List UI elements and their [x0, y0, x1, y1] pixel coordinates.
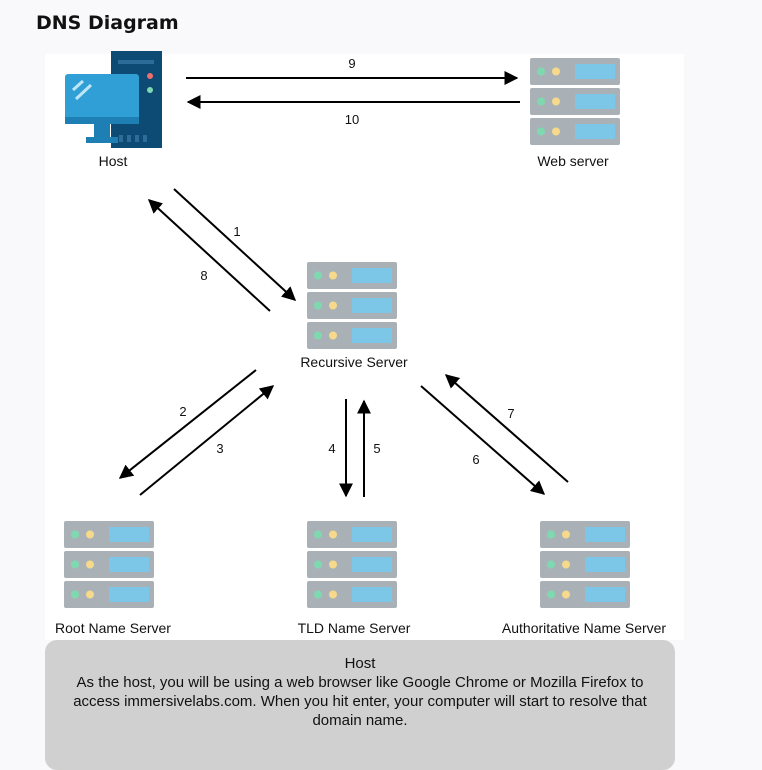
tld-name-server-icon — [307, 521, 397, 608]
root-name-server-label: Root Name Server — [55, 620, 171, 636]
authoritative-name-server-label: Authoritative Name Server — [502, 620, 667, 636]
recursive-server-label: Recursive Server — [300, 354, 408, 370]
step-label-4: 4 — [328, 441, 335, 456]
step-label-10: 10 — [345, 112, 359, 127]
arrow-3 — [139, 385, 275, 496]
step-label-5: 5 — [373, 441, 380, 456]
step-label-2: 2 — [179, 404, 186, 419]
arrow-2 — [118, 369, 257, 479]
authoritative-name-server-icon — [540, 521, 630, 608]
arrow-6 — [420, 385, 546, 495]
step-label-3: 3 — [216, 441, 223, 456]
step-label-1: 1 — [233, 224, 240, 239]
arrow-8 — [147, 199, 271, 312]
info-text: As the host, you will be using a web bro… — [73, 674, 647, 729]
page-title: DNS Diagram — [36, 12, 179, 34]
web-server-icon — [530, 58, 620, 145]
web-server-label: Web server — [537, 153, 609, 169]
step-label-9: 9 — [348, 56, 355, 71]
host-computer-icon — [65, 51, 162, 148]
root-name-server-icon — [64, 521, 154, 608]
step-label-8: 8 — [200, 268, 207, 283]
arrow-1 — [173, 188, 297, 301]
dns-diagram: Host Web server Recursive Server Root Na… — [55, 51, 667, 636]
step-label-7: 7 — [507, 406, 514, 421]
info-panel: Host As the host, you will be using a we… — [45, 640, 675, 770]
recursive-server-icon — [307, 262, 397, 349]
step-label-6: 6 — [472, 452, 479, 467]
arrow-7 — [444, 374, 569, 483]
tld-name-server-label: TLD Name Server — [298, 620, 411, 636]
host-label: Host — [99, 153, 128, 169]
info-heading: Host — [344, 655, 376, 672]
